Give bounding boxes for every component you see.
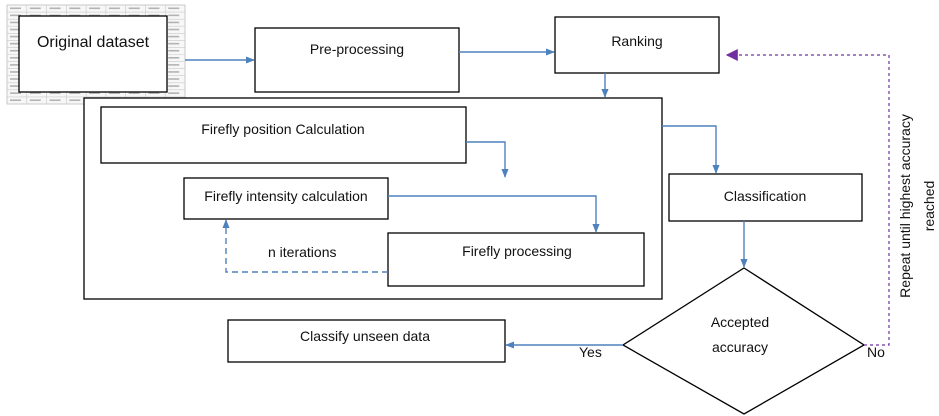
label-classify-unseen: Classify unseen data — [300, 328, 430, 344]
node-classify-unseen — [227, 319, 506, 363]
label-repeat-line2: reached — [921, 181, 937, 232]
node-classification — [668, 173, 863, 222]
label-firefly-processing: Firefly processing — [462, 243, 572, 259]
arrow-iterations-loop — [222, 219, 388, 273]
label-classification: Classification — [724, 188, 806, 204]
label-firefly-intensity: Firefly intensity calculation — [204, 188, 367, 204]
label-n-iterations: n iterations — [268, 244, 336, 260]
label-accepted-line2: accuracy — [712, 339, 768, 355]
node-firefly-processing — [387, 232, 645, 287]
node-ranking — [554, 16, 720, 74]
label-yes: Yes — [579, 344, 602, 360]
node-pre-processing — [254, 27, 460, 93]
label-repeat-line1: Repeat until highest accuracy — [897, 114, 913, 298]
node-firefly-intensity — [183, 177, 389, 220]
node-accepted-accuracy — [621, 267, 866, 415]
arrow-position-to-intensity — [466, 141, 509, 178]
node-firefly-position — [100, 106, 467, 164]
label-ranking: Ranking — [611, 33, 662, 49]
label-accepted-line1: Accepted — [711, 314, 769, 330]
label-no: No — [867, 344, 885, 360]
label-original-dataset: Original dataset — [37, 34, 150, 51]
label-pre-processing: Pre-processing — [310, 41, 404, 57]
arrow-intensity-to-processing — [388, 195, 600, 233]
label-firefly-position: Firefly position Calculation — [201, 121, 364, 137]
arrow-repeat-loop — [725, 49, 890, 346]
arrow-group-to-classification — [662, 125, 720, 174]
node-original-dataset — [18, 15, 168, 93]
